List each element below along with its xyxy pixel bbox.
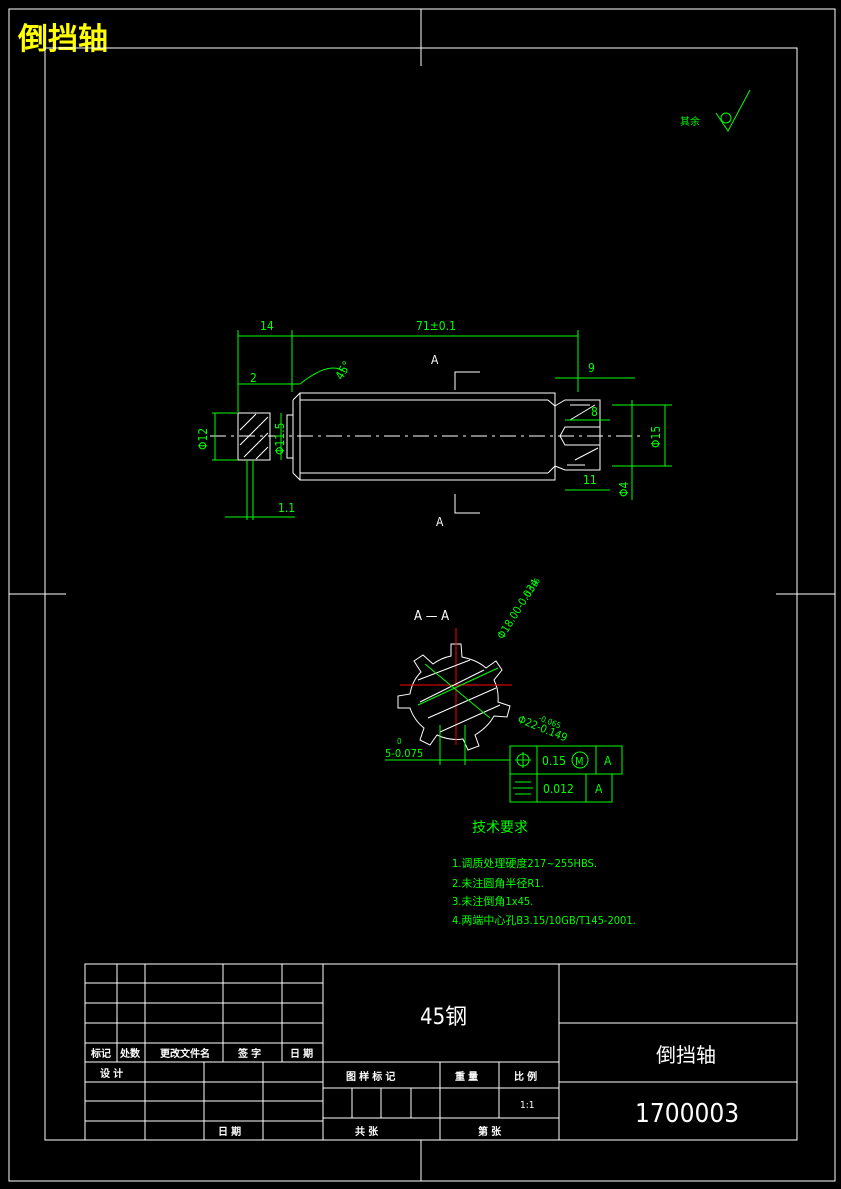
dimension-lines xyxy=(212,330,672,520)
rev-header-sign: 签 字 xyxy=(237,1047,261,1060)
inner-frame xyxy=(44,47,798,1141)
note-1: 1.调质处理硬度217~255HBS. xyxy=(452,856,597,870)
sheet-no-label: 第 张 xyxy=(478,1125,502,1138)
material: 45钢 xyxy=(420,1005,467,1030)
dim-groove-width: 1.1 xyxy=(278,501,295,515)
center-hole xyxy=(559,426,601,446)
rev-header-date: 日 期 xyxy=(290,1047,313,1060)
dimension-texts: 14 71±0.1 2 45° 9 8 11 Φ12 Φ11.5 Φ15 Φ4 … xyxy=(196,319,663,515)
note-4: 4.两端中心孔B3.15/10GB/T145-2001. xyxy=(452,914,636,927)
cut-marker-bottom: A xyxy=(436,515,444,529)
dim-right-end: 9 xyxy=(588,361,595,375)
dim-dia-12: Φ12 xyxy=(196,428,210,450)
date-label: 日 期 xyxy=(218,1125,241,1138)
technical-notes: 技术要求 1.调质处理硬度217~255HBS. 2.未注圆角半径R1. 3.未… xyxy=(452,820,636,927)
section-markers: A A xyxy=(431,353,480,529)
dim-chamfer-length: 2 xyxy=(250,371,257,385)
dim-dia-4: Φ4 xyxy=(617,482,631,497)
drawing-number: 1700003 xyxy=(635,1099,739,1129)
note-3: 3.未注倒角1x45. xyxy=(452,894,533,908)
gdt-row1-datum: A xyxy=(604,754,612,768)
part-name: 倒挡轴 xyxy=(656,1043,716,1067)
roughness-symbol: 其余 xyxy=(680,89,751,132)
svg-text:0: 0 xyxy=(397,737,402,746)
symmetry-icon xyxy=(513,781,533,795)
key-width-lines xyxy=(385,725,510,765)
svg-text:M: M xyxy=(575,755,584,768)
dim-hole-depth: 8 xyxy=(591,405,598,419)
svg-text:其余: 其余 xyxy=(680,115,700,128)
title-block: 标记 处数 更改文件名 签 字 日 期 设 计 日 期 图 样 标 记 重 量 … xyxy=(84,963,798,1141)
design-label: 设 计 xyxy=(100,1067,123,1080)
scale-value: 1:1 xyxy=(520,1100,534,1111)
gdt-row2-datum: A xyxy=(595,782,603,796)
rev-header-doc: 更改文件名 xyxy=(160,1047,210,1060)
stage-mark-label: 图 样 标 记 xyxy=(346,1070,395,1083)
dim-key-width: 5-0.075 xyxy=(385,747,423,760)
gdt-row1-value: 0.15 xyxy=(542,754,566,768)
total-sheets-label: 共 张 xyxy=(355,1125,379,1138)
section-view-label: A — A xyxy=(414,609,449,624)
dim-overall-length: 71±0.1 xyxy=(416,319,456,333)
dim-chamfer-angle: 45° xyxy=(332,359,354,383)
dim-dia-15: Φ15 xyxy=(649,426,663,448)
note-2: 2.未注圆角半径R1. xyxy=(452,876,544,890)
notes-heading: 技术要求 xyxy=(472,820,528,836)
dim-hole-len: 11 xyxy=(583,473,597,487)
outer-border xyxy=(8,8,836,1182)
dim-dia-11-5: Φ11.5 xyxy=(273,422,287,455)
page-title: 倒挡轴 xyxy=(18,22,108,57)
gdt-frames: 0.15 M A 0.012 A xyxy=(509,745,623,803)
spline-section xyxy=(397,628,512,751)
scale-label: 比 例 xyxy=(514,1070,537,1083)
gdt-row2-value: 0.012 xyxy=(543,782,574,796)
shaft-view xyxy=(210,392,640,481)
rev-header-count: 处数 xyxy=(119,1047,141,1060)
dim-left-step: 14 xyxy=(260,319,274,333)
weight-label: 重 量 xyxy=(455,1070,478,1083)
cut-marker-top: A xyxy=(431,353,439,367)
rev-header-mark: 标记 xyxy=(90,1047,111,1060)
section-dims: Φ18.00-0.034 -0.016 Φ22-0.149 -0.065 5-0… xyxy=(385,576,569,760)
